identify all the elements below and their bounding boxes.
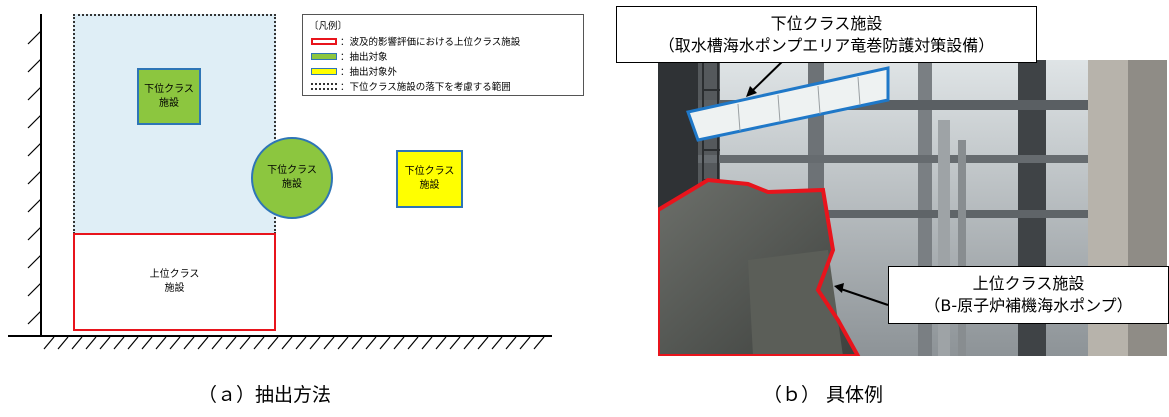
legend-item-fall-zone: ：下位クラス施設の落下を考慮する範囲 (311, 79, 511, 93)
lower-class-facility-non-target: 下位クラス 施設 (396, 150, 463, 208)
caption-b: （ｂ） 具体例 (763, 384, 884, 406)
ground-hatching (43, 336, 545, 350)
ground-line (8, 335, 552, 337)
legend: 〔凡例〕 ：波及的影響評価における上位クラス施設 ：抽出対象 ：抽出対象外 ：下… (302, 14, 584, 96)
lower-class-facility-target-circle: 下位クラス 施設 (251, 137, 333, 219)
upper-class-facility-box: 上位クラス 施設 (73, 233, 276, 331)
legend-item-non-target: ：抽出対象外 (311, 64, 397, 78)
legend-swatch (311, 82, 337, 90)
wall-hatching (27, 30, 42, 325)
wall-line (40, 14, 42, 336)
legend-item-target: ：抽出対象 (311, 49, 388, 63)
legend-item-label: ：波及的影響評価における上位クラス施設 (340, 37, 521, 48)
legend-swatch (311, 67, 337, 75)
lower-class-facility-target-square: 下位クラス 施設 (137, 68, 201, 125)
caption-a: （ａ）抽出方法 (198, 384, 332, 406)
legend-title: 〔凡例〕 (309, 21, 348, 32)
legend-item-label: ：抽出対象外 (340, 67, 398, 78)
callout-lower-class-facility: 下位クラス施設 （取水槽海水ポンプエリア竜巻防護対策設備） (616, 6, 1037, 63)
legend-item-label: ：抽出対象 (340, 52, 388, 63)
legend-swatch (311, 52, 337, 60)
legend-swatch (311, 37, 337, 45)
legend-item-upper-class: ：波及的影響評価における上位クラス施設 (311, 34, 520, 48)
callout-upper-class-facility: 上位クラス施設 （B-原子炉補機海水ポンプ） (888, 266, 1169, 324)
legend-item-label: ：下位クラス施設の落下を考慮する範囲 (340, 82, 511, 93)
